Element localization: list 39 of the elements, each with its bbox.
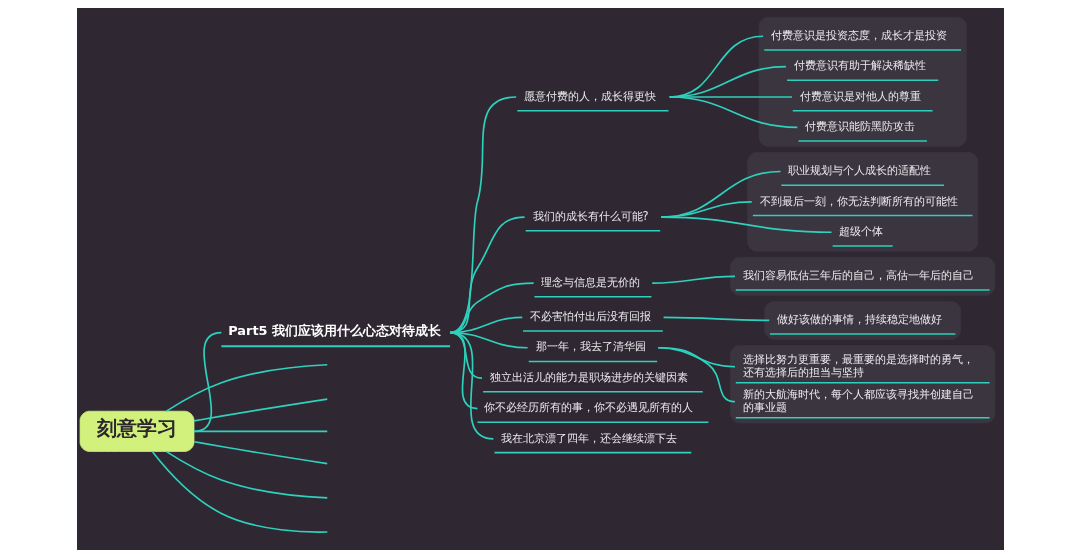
node-box: 刻意学习 — [79, 410, 194, 452]
connector — [165, 363, 328, 412]
node-text: 付费意识是投资态度，成长才是投资 — [770, 27, 947, 42]
node-text: 不必害怕付出后没有回报 — [529, 309, 651, 324]
node-text: 理念与信息是无价的 — [540, 274, 640, 289]
connector — [192, 331, 222, 433]
node-text: 超级个体 — [839, 223, 883, 238]
connector — [448, 331, 494, 440]
node-text: 选择比努力更重要，最重要的是选择时的勇气，还有选择后的担当与坚持 — [742, 351, 974, 379]
connector — [150, 450, 328, 533]
cluster — [729, 345, 995, 424]
node-text: 做好该做的事情，持续稳定地做好 — [776, 312, 942, 327]
node-text: 付费意识能防黑防攻击 — [804, 119, 915, 134]
node-text: 我在北京漂了四年，还会继续漂下去 — [500, 430, 677, 445]
node-text: 付费意识有助于解决稀缺性 — [793, 58, 926, 73]
connector — [650, 275, 736, 284]
node-text: 你不必经历所有的事，你不必遇见所有的人 — [483, 400, 693, 415]
cluster — [763, 301, 961, 340]
cluster — [746, 152, 978, 252]
node-text: 我们的成长有什么可能? — [532, 208, 649, 223]
node-text: 新的大航海时代，每个人都应该寻找并创建自己的事业题 — [742, 386, 974, 414]
node-text: 职业规划与个人成长的适配性 — [787, 163, 931, 178]
connector — [656, 346, 736, 403]
connector — [192, 398, 328, 422]
connector — [192, 430, 328, 433]
connector — [192, 440, 328, 465]
connector — [165, 450, 328, 499]
connector — [659, 216, 832, 234]
node-text: 独立出活儿的能力是职场进步的关键因素 — [489, 369, 688, 384]
connector — [662, 316, 770, 322]
cluster — [729, 256, 995, 296]
node-text: 我们容易低估三年后的自己，高估一年后的自己 — [742, 268, 974, 282]
node-text: Part5 我们应该用什么心态对待成长 — [227, 322, 441, 338]
cluster — [758, 16, 967, 147]
node-text: 那一年，我去了清华园 — [535, 339, 646, 354]
connector — [668, 96, 798, 129]
node-text: 愿意付费的人，成长得更快 — [523, 88, 656, 103]
node-text: 付费意识是对他人的尊重 — [799, 88, 921, 103]
node-text: 不到最后一刻，你无法判断所有的可能性 — [759, 193, 958, 208]
